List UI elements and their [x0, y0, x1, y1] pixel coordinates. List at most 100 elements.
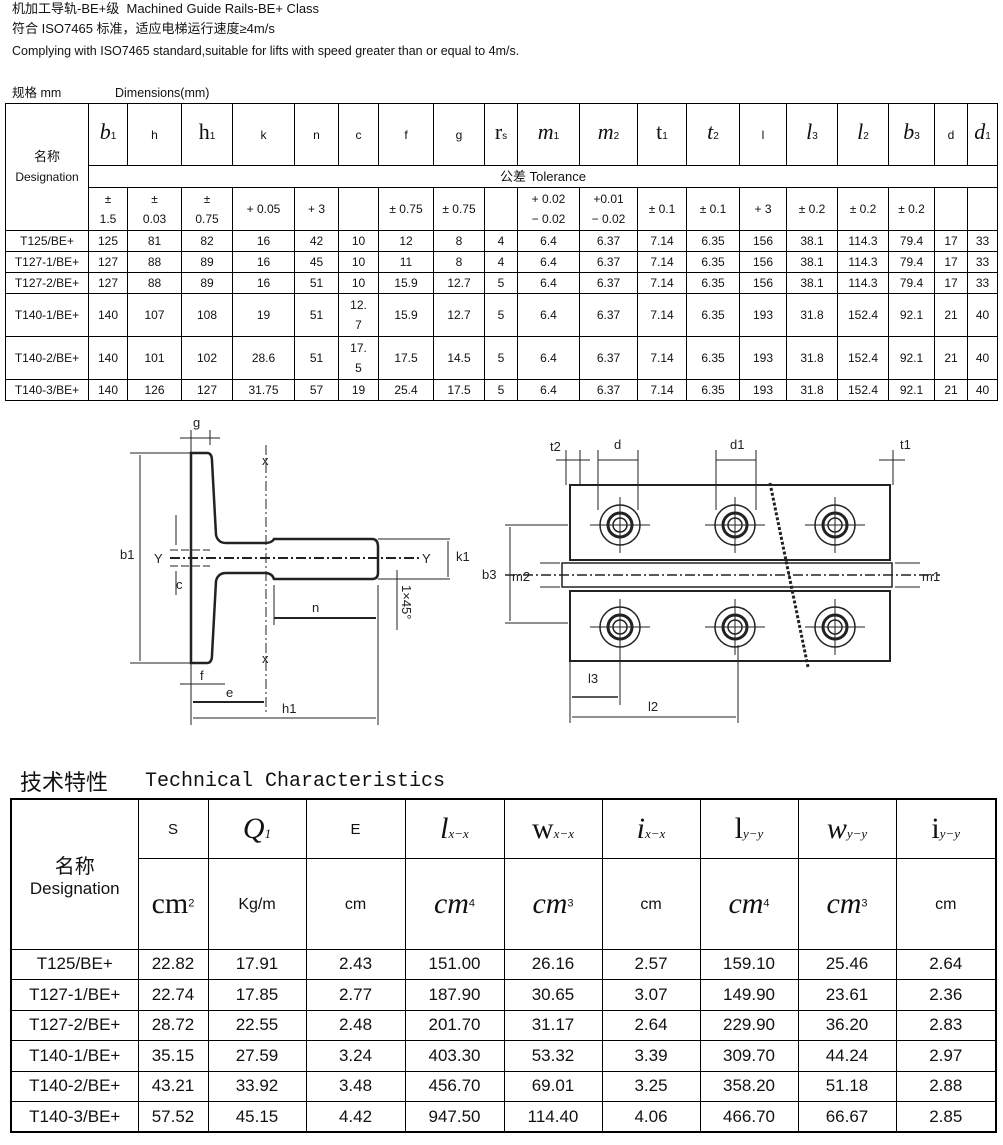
value-cell: 51: [294, 272, 339, 294]
subscript: 3: [914, 131, 920, 142]
label-t1: t1: [900, 437, 911, 452]
column-header: d: [934, 103, 968, 166]
value-cell: 12.7: [433, 293, 485, 337]
label-f: f: [200, 668, 204, 683]
subscript: 1: [110, 131, 117, 142]
symbol: m: [597, 119, 614, 144]
value-cell: 53.32: [503, 1040, 603, 1072]
symbol: d: [974, 119, 986, 144]
designation-cn: 名称: [33, 149, 60, 164]
unit: cm: [433, 886, 469, 920]
symbol: l: [806, 119, 813, 144]
label-b3: b3: [482, 567, 496, 582]
unit-power: 3: [567, 896, 574, 909]
tolerance-cell: ± 0.03: [127, 187, 182, 231]
value-cell: 2.57: [601, 948, 701, 980]
value-cell: 8: [433, 230, 485, 252]
value-cell: 26.16: [503, 948, 603, 980]
value-cell: 7.14: [637, 272, 687, 294]
label-chamfer: 1×45°: [399, 585, 414, 619]
unit: cm: [344, 895, 367, 913]
symbol: g: [455, 127, 463, 142]
subscript: y−y: [939, 825, 961, 841]
value-cell: 193: [739, 293, 787, 337]
unit-power: 4: [763, 896, 770, 909]
column-header: lx−x: [404, 798, 505, 859]
value-cell: 79.4: [888, 230, 935, 252]
symbol: n: [313, 127, 320, 142]
column-header: f: [378, 103, 434, 166]
value-cell: 152.4: [837, 293, 889, 337]
value-cell: 6.37: [579, 379, 638, 401]
value-cell: 28.6: [232, 336, 295, 380]
value-cell: 6.4: [517, 251, 580, 273]
bolt-hole-icon: [805, 497, 865, 553]
value-cell: 309.70: [699, 1040, 799, 1072]
tolerance-cell: ± 0.1: [637, 187, 687, 231]
value-cell: 6.37: [579, 336, 638, 380]
column-header: t2: [686, 103, 740, 166]
value-cell: 12: [378, 230, 434, 252]
value-cell: 19: [232, 293, 295, 337]
subscript: 1: [209, 131, 216, 142]
column-header: l2: [837, 103, 889, 166]
value-cell: 6.37: [579, 251, 638, 273]
bolt-hole-icon: [805, 599, 865, 655]
value-cell: 2.64: [601, 1009, 701, 1041]
symbol: l: [761, 127, 765, 142]
value-cell: 15.9: [378, 272, 434, 294]
value-cell: 140: [88, 293, 128, 337]
value-cell: 114.40: [503, 1101, 603, 1133]
bolt-hole-icon: [705, 599, 765, 655]
unit-cell: cm3: [797, 857, 897, 950]
column-header: d1: [967, 103, 998, 166]
value-cell: 79.4: [888, 272, 935, 294]
value-cell: 102: [181, 336, 233, 380]
symbol: E: [350, 820, 361, 838]
value-cell: 89: [181, 251, 233, 273]
value-cell: 2.48: [305, 1009, 406, 1041]
value-cell: 40: [967, 293, 998, 337]
value-cell: 6.35: [686, 251, 740, 273]
value-cell: 25.4: [378, 379, 434, 401]
column-header: t1: [637, 103, 687, 166]
unit-cell: cm4: [404, 857, 505, 950]
column-header: rs: [484, 103, 518, 166]
value-cell: 4.42: [305, 1101, 406, 1133]
designation-cell: T127-2/BE+: [10, 1009, 139, 1041]
column-header: iy−y: [895, 798, 997, 859]
value-cell: 6.35: [686, 230, 740, 252]
subscript: x−x: [645, 825, 666, 841]
title-cn: 机加工导轨-BE+级: [12, 1, 120, 16]
value-cell: 43.21: [137, 1070, 209, 1102]
value-cell: 156: [739, 230, 787, 252]
label-n: n: [312, 600, 319, 615]
label-k1: k1: [456, 549, 470, 564]
unit-power: 4: [468, 896, 476, 909]
value-cell: 82: [181, 230, 233, 252]
unit-cell: cm2: [137, 857, 209, 950]
value-cell: 31.75: [232, 379, 295, 401]
value-cell: 36.20: [797, 1009, 897, 1041]
unit: cm: [151, 886, 189, 920]
tolerance-cell: ± 0.75: [378, 187, 434, 231]
tech-title-en: Technical Characteristics: [145, 770, 446, 793]
value-cell: 2.36: [895, 979, 997, 1011]
value-cell: 31.8: [786, 293, 838, 337]
value-cell: 6.4: [517, 379, 580, 401]
symbol: c: [355, 127, 362, 142]
value-cell: 40: [967, 336, 998, 380]
label-m1: m1: [922, 569, 940, 584]
value-cell: 25.46: [797, 948, 897, 980]
unit: cm: [826, 886, 862, 920]
tolerance-cell: +0.01 − 0.02: [579, 187, 638, 231]
value-cell: 5: [484, 336, 518, 380]
